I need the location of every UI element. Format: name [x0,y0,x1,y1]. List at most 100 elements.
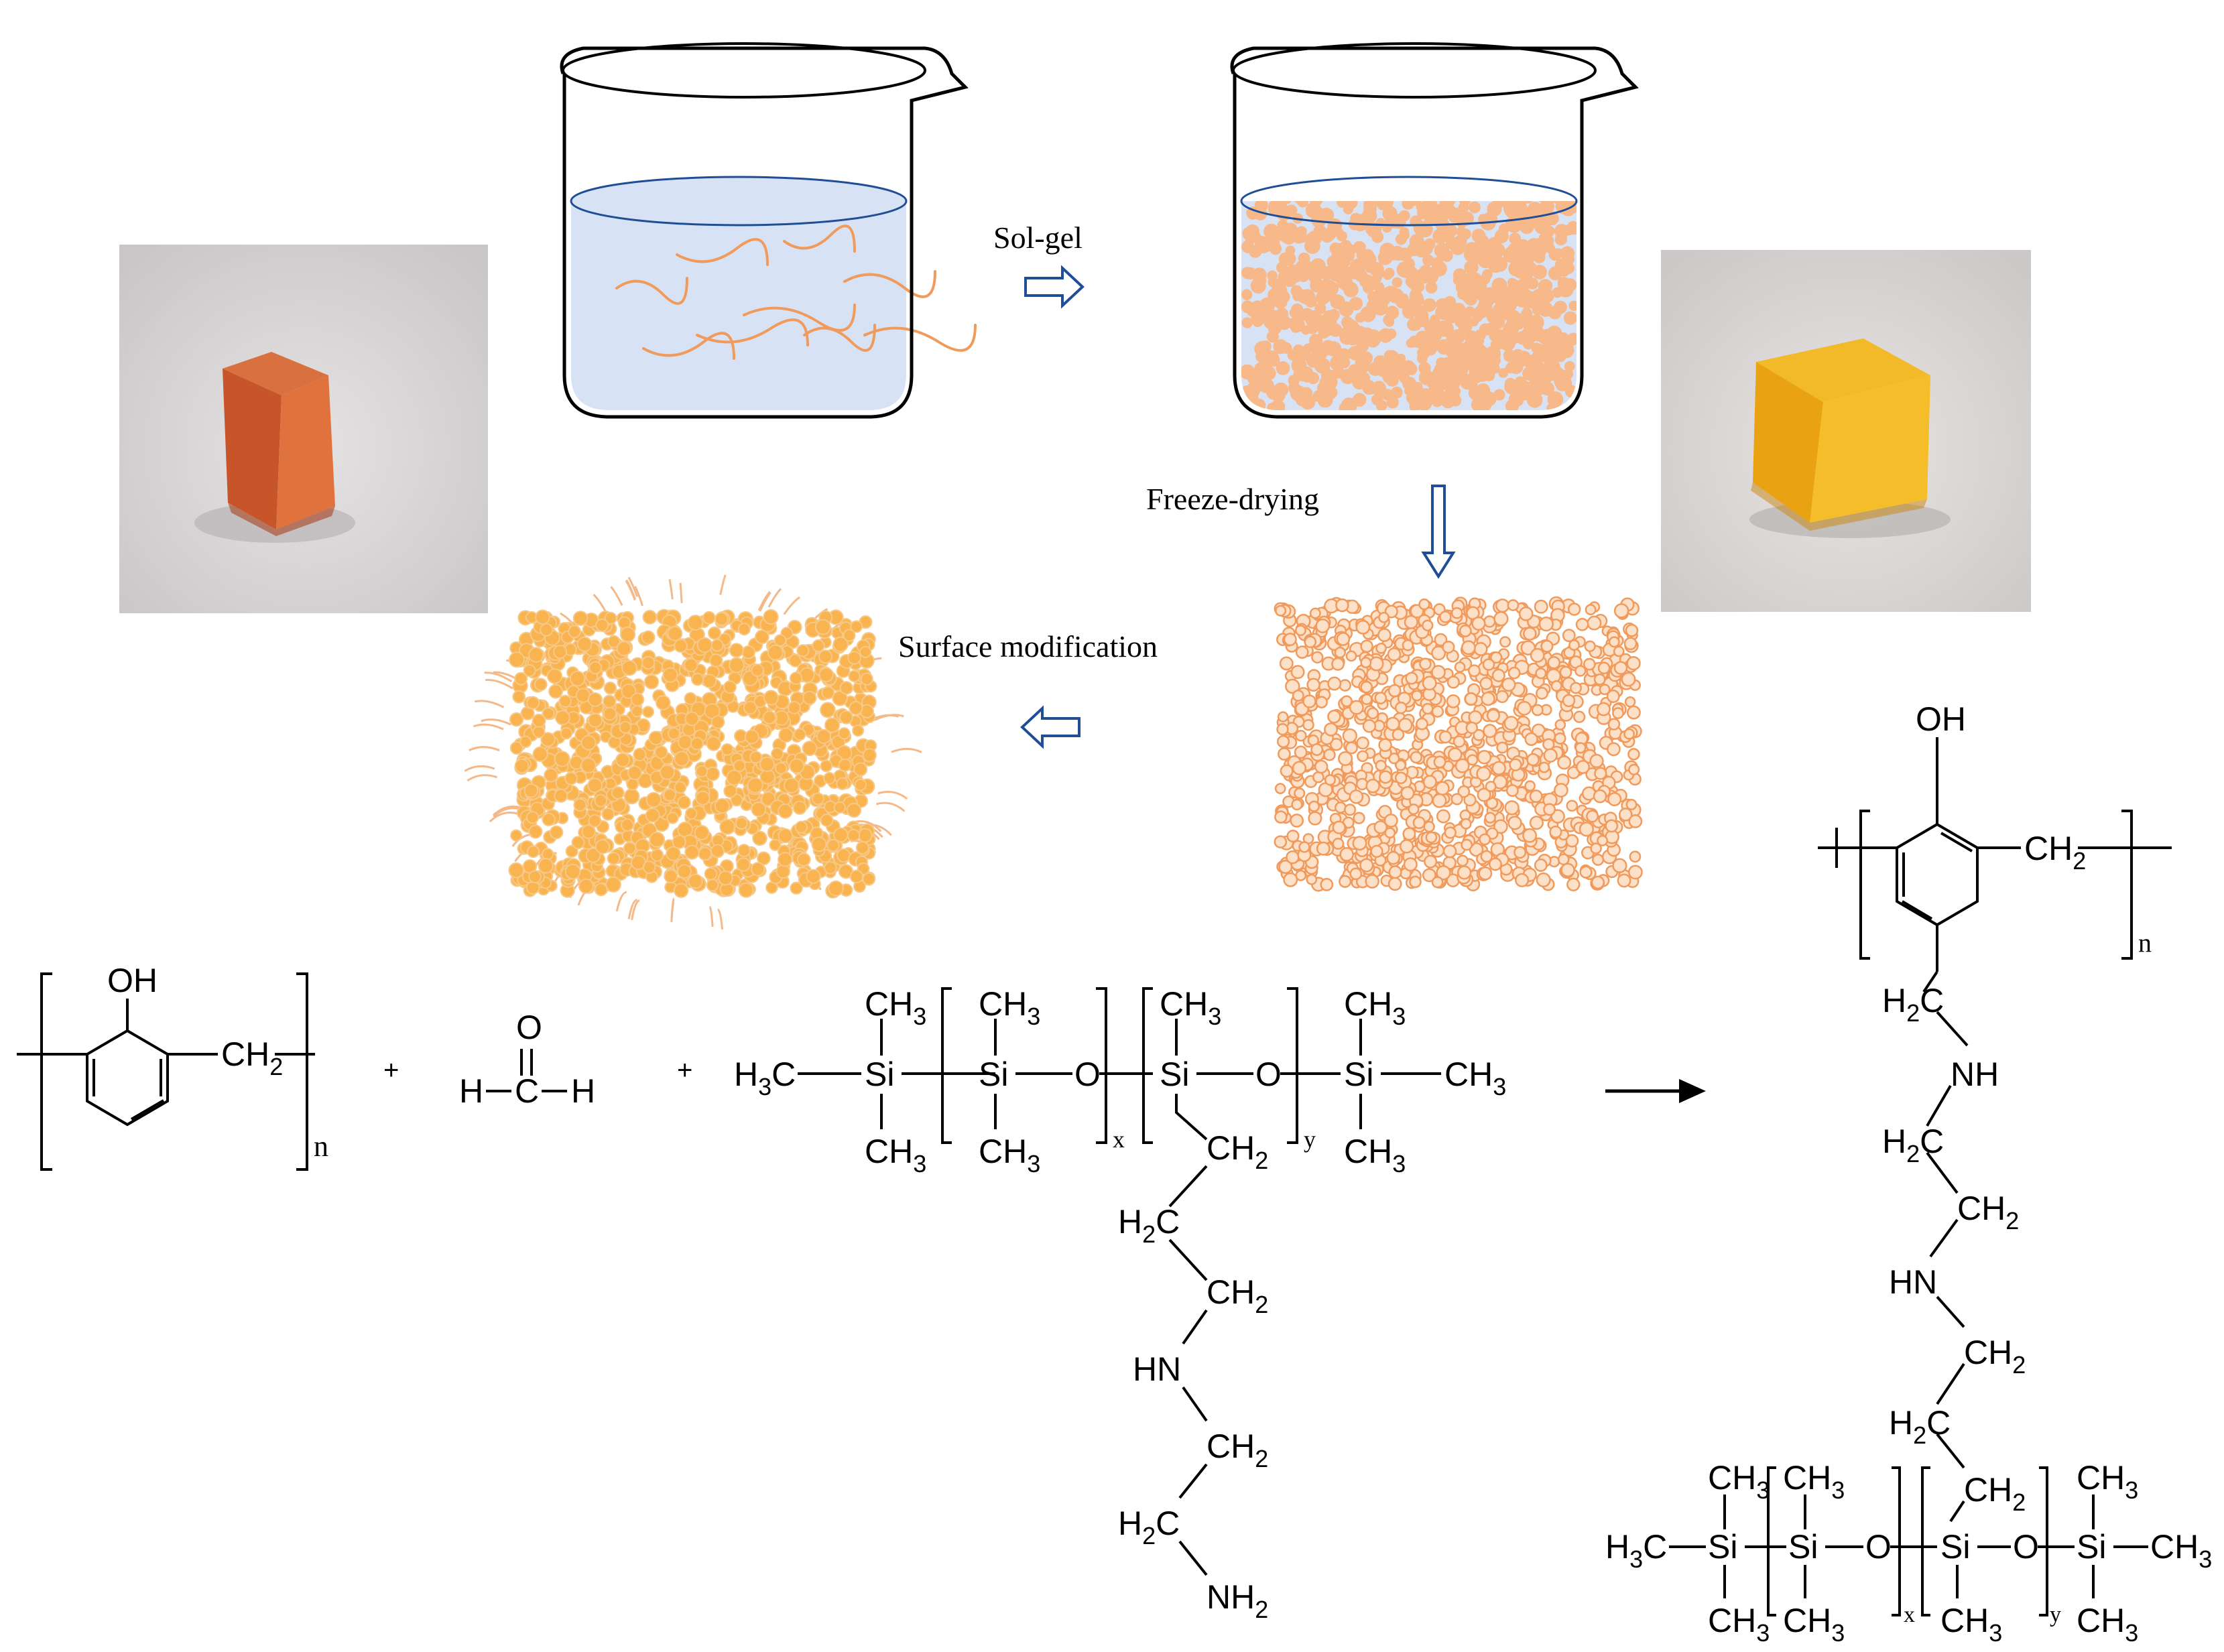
modified-particle [576,636,593,652]
svg-text:Si: Si [2077,1528,2106,1566]
dried-particle [1570,682,1582,694]
dried-particle [1425,831,1438,844]
gel-particle [1288,375,1300,387]
gel-particle [1385,328,1397,339]
gel-particle [1402,201,1415,210]
modified-particle [714,798,731,814]
dried-particle [1312,771,1324,783]
modified-particle [666,812,679,824]
modified-particle [794,820,808,834]
modified-particle [642,610,658,625]
dried-particle [1626,705,1641,720]
dried-particle [1276,735,1290,749]
modified-particle [723,680,737,694]
gel-particle [1513,188,1524,199]
gel-particle [1494,229,1509,243]
dried-particle [1627,748,1640,761]
modified-particle [594,793,608,808]
gel-particle [1430,211,1440,222]
modified-particle [696,637,713,653]
dried-particle [1473,728,1485,741]
modified-particle [820,759,833,773]
dried-particle [1320,878,1334,891]
modified-particle [660,764,675,780]
dried-particle [1454,661,1466,673]
gel-particle [1311,212,1326,228]
dried-particle [1336,632,1351,646]
gel-particle [1459,201,1471,206]
gel-particle [1444,224,1458,238]
modified-particle [726,769,743,786]
dried-particle [1408,803,1420,816]
modified-particle [508,651,525,668]
modified-particle [855,841,869,854]
gel-particle [1456,227,1467,237]
dried-particle [1476,766,1491,781]
svg-text:CH3: CH3 [1344,985,1406,1030]
surface-chain [708,905,714,928]
dried-particle [1290,665,1305,680]
modified-particle [528,824,543,839]
dried-particle [1448,747,1463,762]
dried-particle [1623,637,1638,651]
dried-particle [1446,694,1461,708]
modified-particle [674,781,687,794]
gel-particle [1568,225,1577,235]
dried-particle [1385,716,1400,731]
modified-particle [738,882,754,898]
gel-particle [1343,201,1358,210]
svg-text:CH3: CH3 [1344,1133,1406,1178]
modified-particle [789,758,805,774]
gel-particle [1547,360,1560,373]
modified-particle [677,864,692,879]
modified-particle [775,762,788,775]
dried-particle [1457,854,1469,867]
modified-particle [656,695,671,710]
dried-particle [1360,680,1373,694]
svg-text:CH3: CH3 [1708,1459,1770,1504]
modified-particle [587,777,603,793]
dried-particle [1324,774,1336,786]
modified-particle [762,710,777,724]
modified-particle [790,881,803,895]
dried-particle [1431,876,1444,889]
gel-particle [1382,201,1396,202]
surface-chain [679,582,683,603]
modified-particle [684,692,697,706]
modified-particle [526,811,540,824]
svg-text:CH2: CH2 [1964,1334,2026,1379]
dried-particle [1592,853,1605,866]
gel-particle [1518,277,1532,291]
dried-particle [1423,820,1435,833]
modified-particle [603,681,617,695]
modified-particle [857,828,873,843]
gel-particle [1316,349,1327,360]
gel-particle [1373,289,1385,302]
dried-particle [1589,753,1604,769]
svg-text:y: y [2050,1602,2061,1627]
dried-particle [1324,722,1339,737]
svg-text:CH3: CH3 [2150,1528,2212,1573]
gel-particle [1444,201,1458,204]
modified-particle [859,645,872,659]
modified-particle [540,732,556,747]
dried-particle [1383,813,1398,828]
dried-particle [1353,812,1365,824]
dried-particle [1278,747,1291,761]
modified-particle [811,836,827,852]
dried-particle [1477,787,1491,802]
dried-particle [1461,640,1476,655]
modified-particle [626,777,639,791]
dried-particle [1395,759,1407,771]
dried-particle [1629,850,1642,863]
gel-particle [1432,232,1443,243]
gel-particle [1505,399,1519,410]
photo-red-monolith [119,245,488,613]
dried-particle [1424,854,1438,869]
modified-particle [585,847,601,863]
modified-particle [571,836,585,850]
modified-particle [759,756,775,772]
modified-particle [721,743,734,756]
